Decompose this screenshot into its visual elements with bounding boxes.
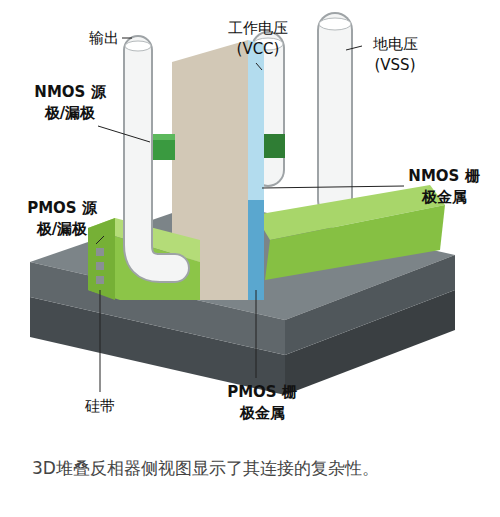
nmos-sd-label: NMOS 源极/漏极	[28, 82, 112, 124]
leader-line	[96, 236, 104, 244]
pmos-fin-left-end	[88, 218, 115, 300]
leader-line	[256, 290, 257, 378]
silicon-ribbon-label: 硅带	[80, 396, 120, 417]
pmos-sd-label: PMOS 源极/漏极	[20, 198, 104, 240]
vss-pillar-edge	[317, 30, 353, 200]
pmos-gate-label: PMOS 栅极金属	[220, 382, 304, 424]
leader-line	[100, 290, 101, 392]
nmos-gate-label: NMOS 栅极金属	[402, 166, 486, 208]
vss-pillar-top	[319, 18, 351, 30]
leader-line	[256, 63, 262, 70]
vss-label: 地电压 (VSS)	[366, 34, 424, 76]
pmos-fin-front	[265, 205, 445, 280]
caption: 3D堆叠反相器侧视图显示了其连接的复杂性。	[32, 455, 472, 481]
vss-pillar	[319, 30, 351, 200]
output-pillar	[138, 50, 175, 268]
leader-line	[98, 126, 150, 142]
silicon-ribbon	[96, 262, 104, 270]
pmos-gate-metal	[248, 200, 264, 300]
output-label: 输出	[84, 28, 124, 49]
silicon-ribbon	[96, 276, 104, 284]
leader-line	[346, 46, 362, 50]
leader-line	[262, 186, 404, 188]
silicon-ribbon	[96, 248, 104, 256]
nmos-gate-metal	[248, 40, 264, 200]
output-pillar-edge	[138, 50, 175, 268]
leader-line	[122, 38, 132, 39]
output-pillar-top	[125, 41, 151, 51]
vcc-label: 工作电压 (VCC)	[222, 18, 294, 60]
